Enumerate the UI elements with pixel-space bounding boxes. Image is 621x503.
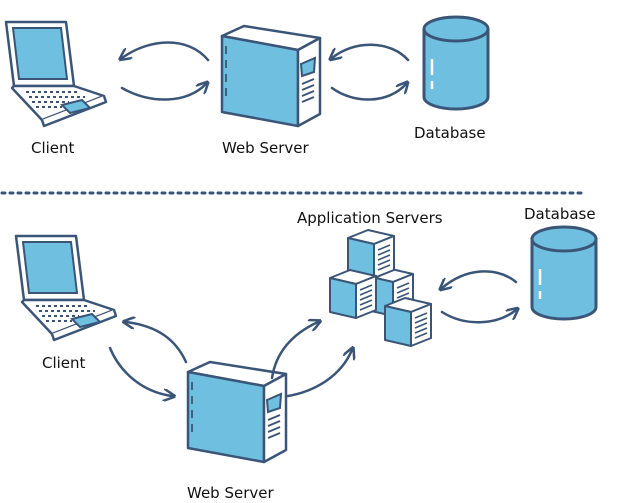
- application-servers-cluster-icon: [329, 229, 432, 347]
- client-laptop-icon: [14, 234, 118, 342]
- top-client-label: Client: [31, 139, 75, 157]
- client-webserver-cycle-arrows-icon: [108, 322, 188, 396]
- bottom-database-label: Database: [524, 205, 596, 223]
- client-webserver-cycle-arrows-icon: [122, 41, 208, 101]
- top-database-label: Database: [414, 124, 486, 142]
- bottom-client-label: Client: [42, 354, 86, 372]
- webserver-appservers-cycle-arrows-icon: [270, 322, 352, 398]
- database-cylinder-icon: [530, 225, 598, 321]
- webserver-database-cycle-arrows-icon: [332, 43, 408, 101]
- database-cylinder-icon: [422, 15, 490, 111]
- application-servers-label: Application Servers: [297, 209, 443, 227]
- client-laptop-icon: [4, 20, 108, 128]
- top-web-server-label: Web Server: [222, 139, 309, 157]
- bottom-web-server-label: Web Server: [187, 484, 274, 502]
- web-server-tower-icon: [220, 24, 322, 128]
- appservers-database-cycle-arrows-icon: [442, 270, 516, 324]
